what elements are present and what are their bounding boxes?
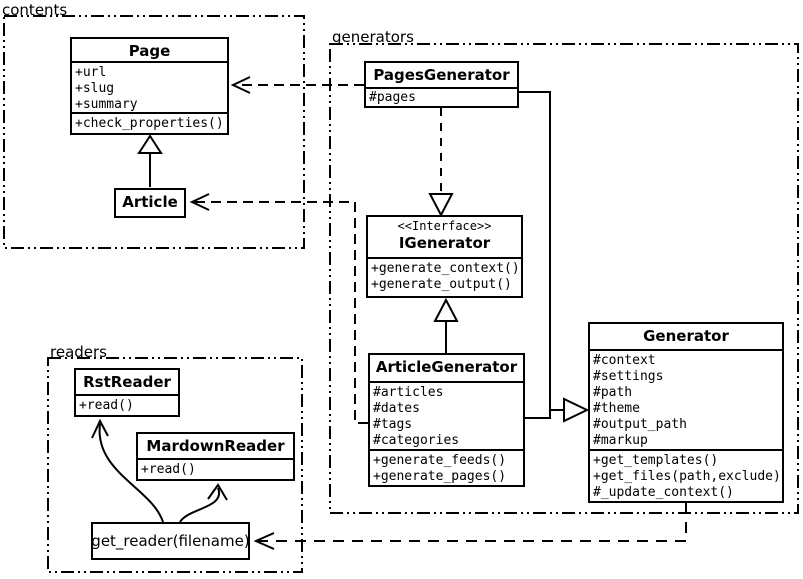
- class-rstreader: RstReader +read(): [74, 368, 180, 417]
- package-label-generators: generators: [332, 28, 414, 46]
- class-pagesgenerator: PagesGenerator #pages: [364, 61, 519, 108]
- package-label-contents: contents: [2, 1, 68, 19]
- attribute: #theme: [593, 401, 640, 416]
- attribute: #output_path: [593, 417, 687, 432]
- package-contents-frame: [3, 15, 305, 249]
- class-generator-attributes: #context #settings #path #theme #output_…: [590, 351, 782, 451]
- class-pagesgenerator-title: PagesGenerator: [366, 63, 517, 89]
- attribute: #dates: [373, 401, 420, 416]
- method: +check_properties(): [75, 116, 224, 131]
- class-articlegenerator-methods: +generate_feeds() +generate_pages(): [370, 451, 523, 485]
- dependency-pagesgenerator-to-page: [230, 76, 364, 94]
- attribute: +url: [75, 65, 107, 80]
- package-label-readers: readers: [50, 343, 107, 361]
- class-igenerator: <<Interface>> IGenerator +generate_conte…: [366, 215, 523, 298]
- method: +generate_context(): [371, 261, 520, 276]
- package-readers-frame: [47, 357, 303, 573]
- inheritance-article-to-page: [137, 134, 163, 187]
- class-igenerator-methods: +generate_context() +generate_output(): [368, 259, 521, 296]
- attribute: #articles: [373, 385, 444, 400]
- class-article-title: Article: [122, 193, 178, 211]
- method: +generate_pages(): [373, 469, 507, 484]
- package-generators-frame: [329, 43, 799, 514]
- inheritance-articlegenerator-to-igenerator: [433, 297, 459, 353]
- attribute: #context: [593, 353, 656, 368]
- realization-pagesgenerator-to-igenerator: [428, 108, 454, 218]
- method: +generate_output(): [371, 277, 512, 292]
- class-page-attributes: +url +slug +summary: [72, 63, 227, 114]
- dependency-generator-to-getreader: [253, 503, 687, 550]
- class-igenerator-stereotype: <<Interface>>: [397, 219, 492, 233]
- dependency-articlegenerator-to-article: [189, 193, 368, 424]
- class-page-title: Page: [72, 39, 227, 63]
- attribute: #pages: [369, 90, 416, 105]
- class-rstreader-title: RstReader: [76, 370, 178, 396]
- class-mardownreader-title: MardownReader: [138, 434, 293, 460]
- attribute: #path: [593, 385, 633, 400]
- class-page-methods: +check_properties(): [72, 114, 227, 133]
- get-reader-label: get_reader(filename): [91, 532, 250, 550]
- method: +get_files(path,exclude): [593, 469, 781, 484]
- class-generator: Generator #context #settings #path #them…: [588, 322, 784, 503]
- class-mardownreader-methods: +read(): [138, 460, 293, 479]
- method: +read(): [79, 398, 134, 413]
- attribute: #markup: [593, 433, 648, 448]
- attribute: +summary: [75, 97, 138, 112]
- class-igenerator-header: <<Interface>> IGenerator: [368, 217, 521, 259]
- arrow-getreader-to-rstreader: [91, 418, 164, 523]
- class-generator-title: Generator: [590, 324, 782, 351]
- class-page: Page +url +slug +summary +check_properti…: [70, 37, 229, 135]
- method: +generate_feeds(): [373, 453, 507, 468]
- arrow-getreader-to-mardownreader: [179, 483, 228, 523]
- inheritance-generators-to-generator: [519, 91, 590, 423]
- class-articlegenerator: ArticleGenerator #articles #dates #tags …: [368, 353, 525, 487]
- attribute: #settings: [593, 369, 664, 384]
- class-mardownreader: MardownReader +read(): [136, 432, 295, 481]
- class-pagesgenerator-attributes: #pages: [366, 89, 517, 106]
- function-box-get-reader: get_reader(filename): [91, 522, 250, 560]
- class-rstreader-methods: +read(): [76, 396, 178, 415]
- class-generator-methods: +get_templates() +get_files(path,exclude…: [590, 451, 782, 501]
- method: +read(): [141, 462, 196, 477]
- attribute: +slug: [75, 81, 115, 96]
- method: #_update_context(): [593, 485, 734, 500]
- class-article: Article: [114, 188, 186, 218]
- class-igenerator-title: IGenerator: [398, 234, 491, 252]
- class-articlegenerator-attributes: #articles #dates #tags #categories: [370, 383, 523, 451]
- method: +get_templates(): [593, 453, 719, 468]
- attribute: #tags: [373, 417, 413, 432]
- class-articlegenerator-title: ArticleGenerator: [370, 355, 523, 383]
- attribute: #categories: [373, 433, 460, 448]
